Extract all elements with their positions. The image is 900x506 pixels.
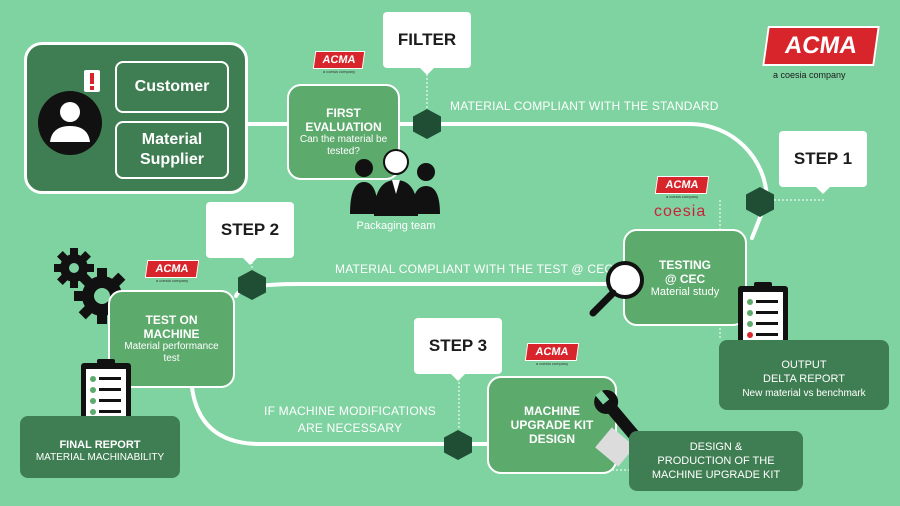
test-on-machine-box: TEST ON MACHINE Material performance tes… bbox=[108, 290, 235, 388]
magnifier-icon bbox=[589, 261, 644, 317]
output-box: OUTPUT DELTA REPORT New material vs benc… bbox=[719, 340, 889, 410]
design-production-box: DESIGN & PRODUCTION OF THE MACHINE UPGRA… bbox=[629, 431, 803, 491]
coesia-logo: coesia bbox=[654, 203, 707, 220]
node-hexagon bbox=[444, 430, 472, 460]
team-icon bbox=[350, 149, 440, 216]
path-testing-to-machine bbox=[234, 282, 627, 298]
step1-callout: STEP 1 bbox=[779, 131, 867, 194]
filter-callout: FILTER bbox=[383, 12, 471, 75]
path-evaluation-to-step1 bbox=[396, 122, 769, 202]
node-hexagon bbox=[238, 270, 266, 300]
compliant-standard-label: MATERIAL COMPLIANT WITH THE STANDARD bbox=[450, 99, 719, 113]
alert-user-icon bbox=[38, 70, 102, 155]
acma-logo-small: ACMA a coesia company bbox=[144, 260, 200, 283]
clipboard-icon bbox=[738, 282, 788, 348]
acma-logo-small: ACMA a coesia company bbox=[312, 51, 366, 74]
modifications-label: IF MACHINE MODIFICATIONS ARE NECESSARY bbox=[264, 404, 436, 435]
machine-upgrade-kit-box: MACHINE UPGRADE KIT DESIGN bbox=[487, 376, 617, 474]
path-machine-to-kit bbox=[190, 386, 490, 446]
first-evaluation-box: FIRST EVALUATION Can the material be tes… bbox=[287, 84, 400, 180]
step2-callout: STEP 2 bbox=[206, 202, 294, 265]
customer-box: Customer bbox=[115, 61, 229, 113]
acma-logo-small: ACMA a coesia company bbox=[654, 176, 710, 199]
step3-callout: STEP 3 bbox=[414, 318, 502, 381]
final-report-box: FINAL REPORT MATERIAL MACHINABILITY bbox=[20, 416, 180, 478]
node-hexagon bbox=[746, 187, 774, 217]
packaging-team-label: Packaging team bbox=[356, 220, 436, 232]
acma-logo-main: ACMA a coesia company bbox=[762, 26, 880, 80]
compliant-test-label: MATERIAL COMPLIANT WITH THE TEST @ CEC bbox=[335, 262, 614, 276]
acma-logo-small: ACMA a coesia company bbox=[524, 343, 580, 366]
node-hexagon bbox=[413, 109, 441, 139]
clipboard-icon bbox=[81, 359, 131, 425]
material-supplier-box: Material Supplier bbox=[115, 121, 229, 179]
